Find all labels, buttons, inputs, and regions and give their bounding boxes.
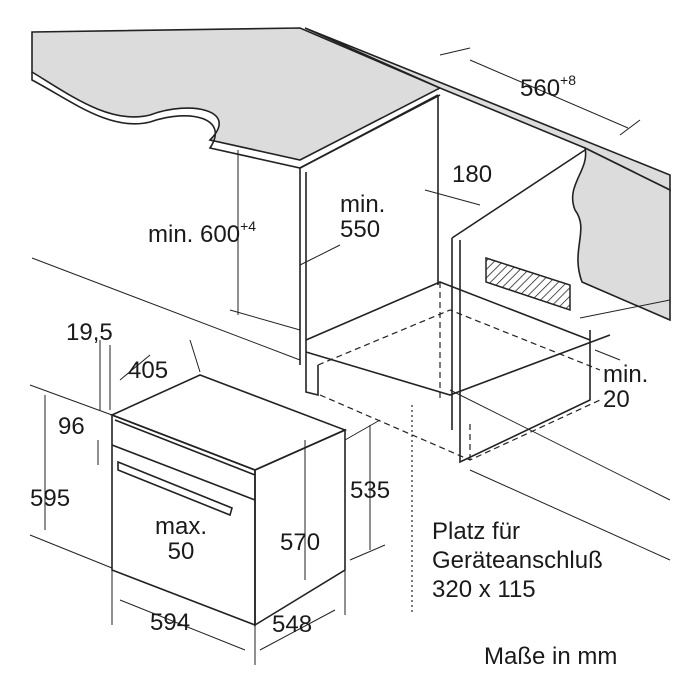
cabinet-right-side <box>451 149 591 464</box>
plinth <box>305 362 319 397</box>
value: 560 <box>520 75 561 102</box>
oven-side <box>254 428 346 627</box>
dim-600 <box>229 150 301 331</box>
countertop <box>31 27 442 161</box>
dim-front-width: 594 <box>150 609 191 636</box>
dim-side-gap: min.20 <box>603 361 649 414</box>
dim-niche-depth: min.550 <box>340 191 386 244</box>
dim-handle-depth: max.50 <box>155 513 208 566</box>
value: 20 <box>603 386 630 414</box>
connection-area <box>485 256 571 312</box>
hidden-lines <box>317 282 601 461</box>
dim-niche-height: min. 600+4 <box>148 219 256 248</box>
tolerance: +4 <box>240 218 257 234</box>
dim-control-height: 96 <box>58 413 85 440</box>
dim-550 <box>299 244 341 266</box>
dim-vent-gap: 180 <box>452 161 493 188</box>
dim-front-height: 595 <box>30 485 71 512</box>
side-wall <box>572 146 671 322</box>
dim-560 <box>439 47 641 136</box>
oven-dimension-lines <box>29 339 386 665</box>
dim-top-depth: 405 <box>128 357 169 384</box>
dim-20 <box>594 349 621 361</box>
value: 50 <box>167 538 195 566</box>
dim-body-height: 570 <box>280 529 321 556</box>
units-note: Maße in mm <box>484 643 618 670</box>
oven-control-panel <box>111 419 256 501</box>
oven-handle <box>117 460 233 517</box>
min-label: min. <box>603 361 649 388</box>
dim-countertop-depth: 560+8 <box>520 73 576 102</box>
tolerance: +8 <box>560 72 577 88</box>
note-line: Geräteanschluß <box>432 546 603 574</box>
note-line: Platz für <box>432 518 521 545</box>
cabinet-left-side <box>299 94 439 365</box>
connection-note: Platz für Geräteanschluß 320 x 115 <box>432 518 603 604</box>
countertop-front-edge <box>31 72 441 169</box>
dim-body-depth: 548 <box>272 611 313 638</box>
note-line: 320 x 115 <box>432 575 536 603</box>
dim-panel-thickness: 19,5 <box>66 319 113 346</box>
dim-180 <box>424 189 481 206</box>
max-label: max. <box>155 513 208 540</box>
value: 550 <box>340 216 381 244</box>
value: min. 600 <box>148 221 241 248</box>
min-label: min. <box>340 191 386 218</box>
dim-side-height: 535 <box>350 477 391 504</box>
oven-top <box>109 374 348 471</box>
floor-lines <box>31 257 671 561</box>
